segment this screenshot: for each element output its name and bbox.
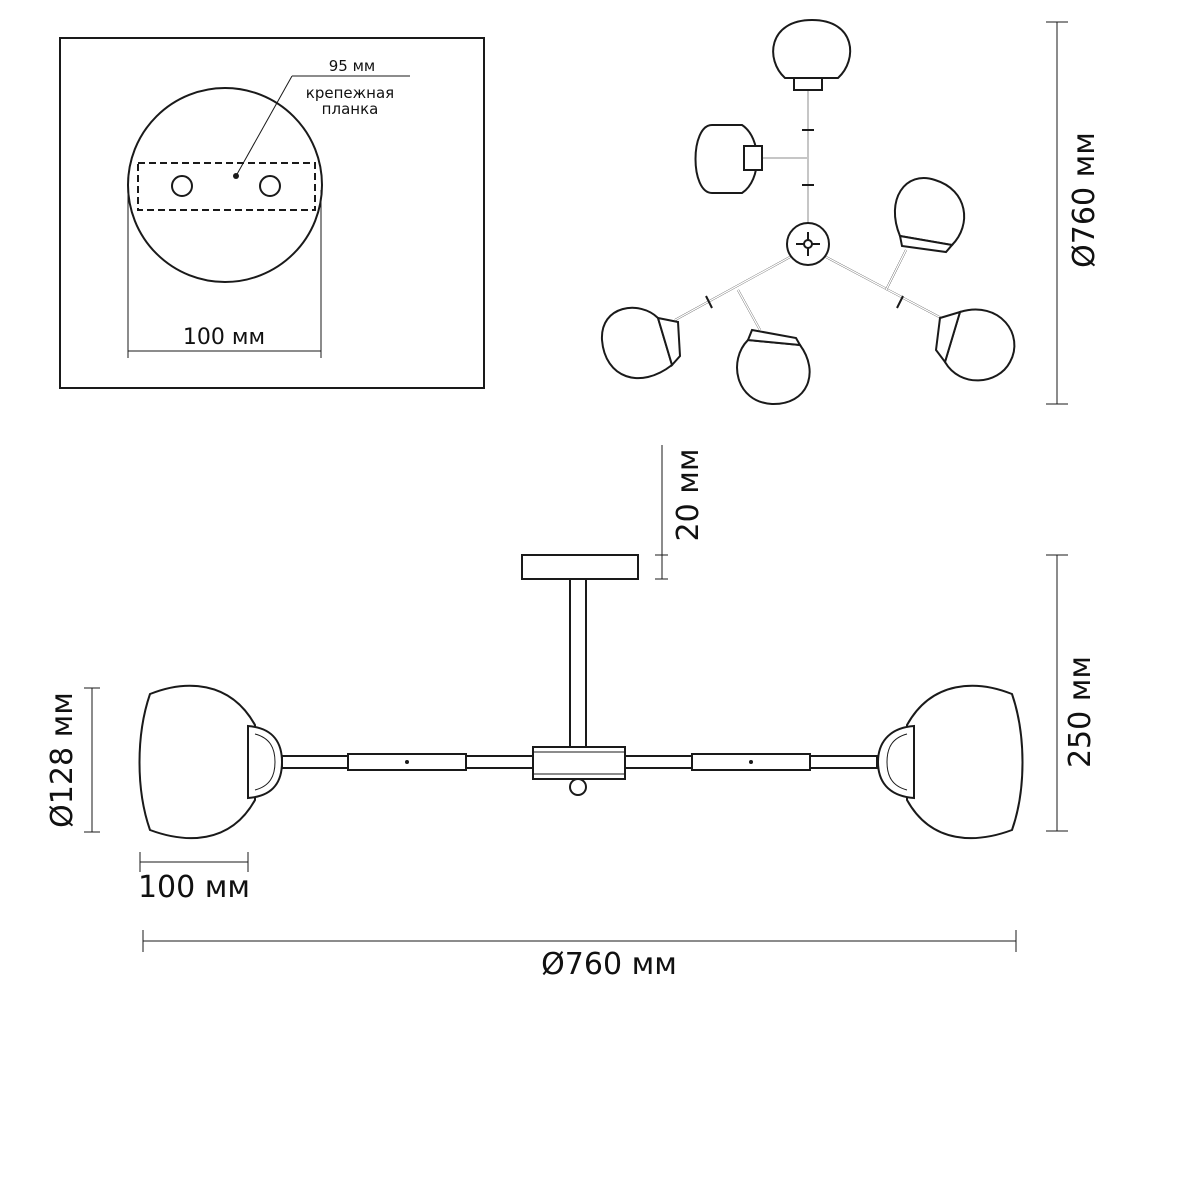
mount-panel: 95 мм крепежная планка 100 мм bbox=[59, 37, 485, 389]
finial bbox=[569, 778, 587, 796]
total-height-label: 250 мм bbox=[1063, 656, 1098, 768]
top-shade-4 bbox=[600, 306, 682, 380]
canopy-height-label: 20 мм bbox=[671, 449, 706, 542]
top-view: Ø760 мм bbox=[600, 18, 1102, 406]
top-shade-5 bbox=[736, 328, 811, 406]
bracket-leader-line bbox=[235, 75, 293, 177]
bracket-label-line1: крепежная bbox=[306, 84, 394, 102]
screw-hole-right bbox=[259, 175, 281, 197]
shade-diameter-label: Ø128 мм bbox=[45, 692, 80, 828]
side-shade-left bbox=[138, 684, 284, 839]
top-shade-2 bbox=[694, 124, 763, 194]
top-shade-6 bbox=[934, 308, 1016, 382]
mount-panel-frame bbox=[59, 37, 485, 389]
top-shade-1 bbox=[772, 18, 852, 91]
canopy bbox=[521, 554, 639, 580]
horizontal-arm bbox=[281, 753, 878, 771]
side-shade-right bbox=[876, 684, 1024, 839]
top-diameter-label: Ø760 мм bbox=[1067, 132, 1102, 268]
side-view: 20 мм 250 мм Ø128 мм 100 мм Ø760 мм bbox=[45, 445, 1098, 982]
mounting-bracket-outline bbox=[137, 162, 316, 211]
stem bbox=[569, 578, 587, 748]
mounting-plate-circle bbox=[127, 87, 323, 283]
top-view-arms bbox=[674, 90, 946, 331]
screw-hole-left bbox=[171, 175, 193, 197]
shade-depth-label: 100 мм bbox=[138, 870, 250, 905]
bracket-label-line2: планка bbox=[322, 100, 379, 118]
span-label: Ø760 мм bbox=[541, 947, 677, 982]
plate-width-label: 100 мм bbox=[183, 325, 265, 350]
slot-label: 95 мм bbox=[329, 57, 376, 75]
top-shade-3 bbox=[894, 177, 966, 254]
